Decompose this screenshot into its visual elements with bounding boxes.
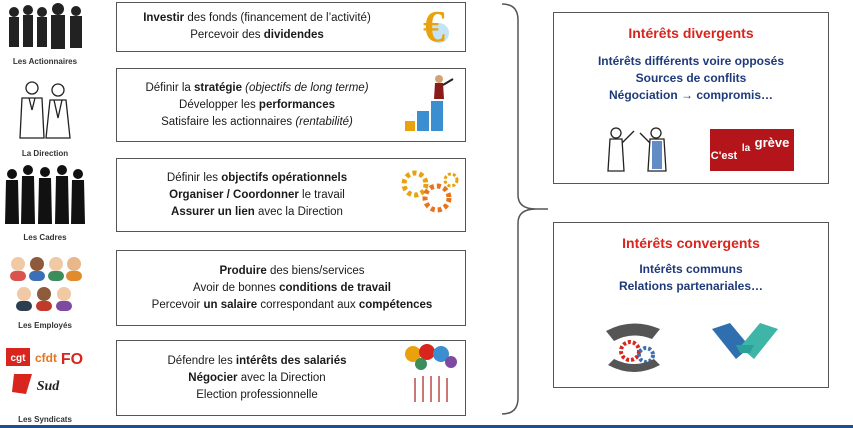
actor-cadres: Les Cadres	[4, 160, 86, 242]
strike-word: grève	[755, 135, 790, 150]
text: Définir les	[166, 171, 222, 184]
actor-label: Les Employés	[18, 321, 72, 330]
box-actionnaires: Investir des fonds (financement de l’act…	[116, 2, 466, 52]
box-syndicats: Défendre les intérêts des salariés Négoc…	[116, 340, 466, 416]
text-bold: Organiser / Coordonner	[169, 188, 299, 201]
strike-word: C'est	[711, 150, 738, 162]
box-direction: Définir la stratégie (objectifs de long …	[116, 68, 466, 142]
argument-people-icon	[607, 127, 667, 172]
box-cadres: Définir les objectifs opérationnels Orga…	[116, 158, 466, 232]
handshake-icon	[712, 323, 778, 359]
text: Avoir de bonnes	[193, 281, 280, 294]
text: Développer les	[179, 98, 259, 111]
text-bold: Négocier	[188, 371, 238, 384]
actor-syndicats: cgt cfdt FO Sud Les Syndicats	[4, 344, 86, 424]
union-logos-icon: cgt cfdt FO Sud	[6, 348, 83, 394]
panel-convergents: Intérêts convergents Intérêts communs Re…	[553, 222, 829, 388]
strike-word: la	[742, 143, 751, 154]
sud-logo: Sud	[37, 379, 61, 394]
text: Percevoir	[151, 298, 204, 311]
euro-symbol: €	[423, 3, 445, 45]
actor-label: Les Syndicats	[18, 415, 72, 424]
bottom-rule	[0, 425, 853, 428]
panel-line: Relations partenariales…	[618, 279, 764, 293]
strike-sign-icon: C'est la grève	[710, 129, 794, 171]
text: Election professionnelle	[196, 388, 318, 401]
brace-connector	[501, 3, 548, 415]
text: des fonds (financement de l’activité)	[184, 12, 371, 24]
executives-icon	[5, 165, 85, 224]
euro-icon: €	[409, 2, 459, 51]
box-employes: Produire des biens/services Avoir de bon…	[116, 250, 466, 326]
actor-label: La Direction	[21, 149, 69, 158]
managers-sketch-icon	[19, 81, 71, 139]
text-bold: objectifs opérationnels	[221, 171, 348, 184]
panel-title: Intérêts convergents	[622, 235, 760, 251]
text: le travail	[298, 188, 345, 201]
text-italic: (rentabilité)	[295, 115, 353, 128]
fo-logo: FO	[61, 351, 83, 368]
text: Percevoir des	[190, 29, 264, 41]
text: Satisfaire les actionnaires	[161, 115, 296, 128]
panel-line: Intérêts différents voire opposés	[597, 54, 785, 68]
text-bold: Investir	[143, 12, 185, 24]
panel-line: Négociation → compromis…	[608, 88, 774, 102]
text: avec la Direction	[237, 371, 326, 384]
text-bold: Produire	[219, 264, 267, 277]
panel-divergents: Intérêts divergents Intérêts différents …	[553, 12, 829, 184]
actor-label: Les Cadres	[23, 233, 67, 242]
actor-label: Les Actionnaires	[12, 57, 78, 66]
text: Défendre les	[167, 354, 236, 367]
text-bold: Assurer un lien	[171, 205, 255, 218]
shareholders-icon	[9, 3, 82, 49]
actor-actionnaires: Les Actionnaires	[4, 2, 86, 66]
panel-line: Intérêts communs	[639, 262, 743, 276]
text-bold: un salaire	[203, 298, 258, 311]
speech-bubbles-hands-icon	[403, 344, 459, 412]
text: correspondant aux	[257, 298, 359, 311]
text-bold: intérêts des salariés	[235, 354, 347, 367]
text: Définir la	[145, 81, 195, 94]
actor-direction: La Direction	[4, 78, 86, 158]
panel-title: Intérêts divergents	[628, 25, 754, 41]
hands-gears-icon	[606, 323, 660, 372]
cgt-logo: cgt	[11, 353, 27, 364]
gears-icon	[399, 168, 459, 222]
text: avec la Direction	[254, 205, 343, 218]
employees-avatars-icon	[10, 257, 82, 311]
text-italic: (objectifs de long terme)	[241, 81, 369, 94]
text-bold: conditions de travail	[279, 281, 391, 294]
cfdt-logo: cfdt	[35, 351, 57, 365]
text: des biens/services	[266, 264, 365, 277]
actor-employes: Les Employés	[4, 252, 86, 330]
text-bold: dividendes	[263, 29, 324, 41]
text-bold: performances	[258, 98, 335, 111]
leader-on-stairs-icon	[403, 71, 459, 139]
text-bold: stratégie	[194, 81, 242, 94]
text-bold: compétences	[358, 298, 433, 311]
panel-line: Sources de conflits	[635, 71, 747, 85]
